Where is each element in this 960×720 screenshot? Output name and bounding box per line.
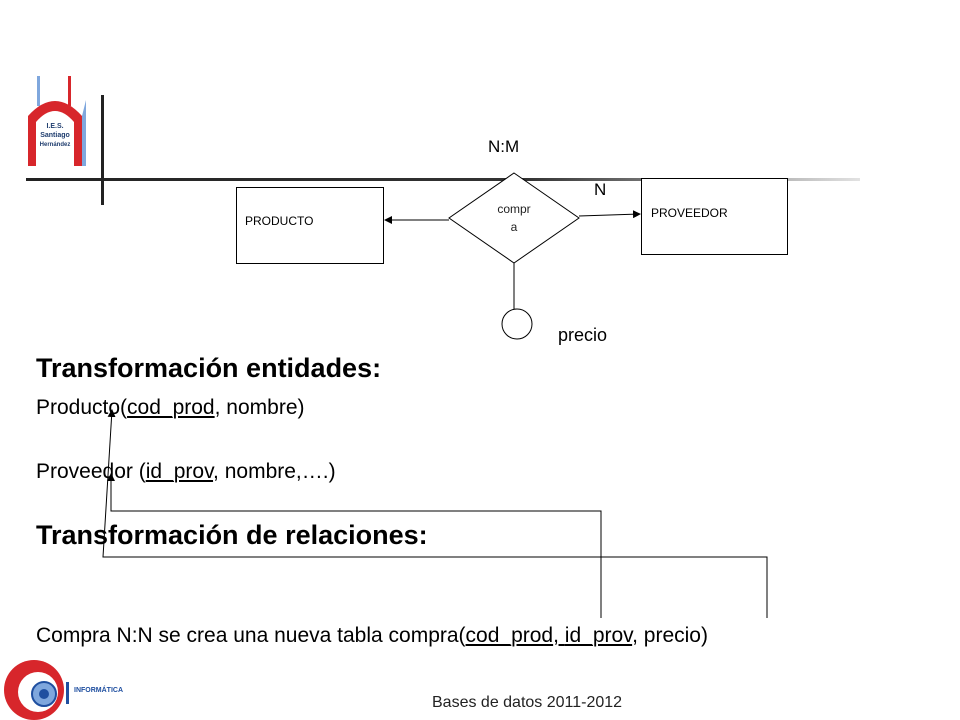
relationship-label-line2: a: [510, 220, 518, 234]
fk-connector-cod-prod: [107, 473, 602, 618]
proveedor-line: Proveedor (id_prov, nombre,….): [36, 460, 336, 484]
heading-entities: Transformación entidades:: [36, 353, 382, 383]
relation-to-proveedor-line: [578, 210, 641, 219]
entity-proveedor-label: PROVEEDOR: [651, 206, 728, 220]
proveedor-post: , nombre,….): [213, 460, 336, 483]
informatica-logo: INFORMÁTICA: [4, 660, 123, 720]
compra-pre: Compra N:N se crea una nueva tabla compr…: [36, 624, 466, 647]
entity-producto: PRODUCTO: [236, 187, 384, 264]
logo-text-3: Hernández: [40, 142, 71, 148]
heading-relations: Transformación de relaciones:: [36, 520, 428, 550]
school-logo: I.E.S. Santiago Hernández: [28, 76, 86, 166]
cardinality-n: N: [594, 180, 607, 199]
informatica-logo-text: INFORMÁTICA: [74, 685, 123, 694]
entity-producto-label: PRODUCTO: [245, 214, 314, 228]
logo-text-2: Santiago: [40, 132, 70, 139]
footer-text: Bases de datos 2011-2012: [432, 694, 623, 711]
relationship-label-line1: compr: [497, 202, 531, 216]
compra-key2: id_prov: [564, 624, 633, 647]
proveedor-pre: Proveedor (: [36, 460, 146, 483]
compra-post: , precio): [632, 624, 708, 647]
logo-text-1: I.E.S.: [46, 123, 63, 130]
header-vertical-rule: [101, 95, 104, 205]
attribute-circle: [501, 308, 533, 340]
producto-key: cod_prod: [127, 396, 215, 419]
relationship-label: compr a: [480, 200, 548, 236]
producto-post: , nombre): [214, 396, 305, 419]
attribute-label: precio: [558, 325, 608, 345]
producto-pre: Producto(: [36, 396, 128, 419]
producto-line: Producto(cod_prod, nombre): [36, 396, 305, 420]
compra-key1: cod_prod: [465, 624, 554, 647]
compra-sep: ,: [553, 624, 565, 647]
entity-proveedor: PROVEEDOR: [641, 178, 788, 255]
cardinality-nm: N:M: [488, 137, 520, 156]
compra-line: Compra N:N se crea una nueva tabla compr…: [36, 624, 708, 648]
proveedor-key: id_prov: [145, 460, 214, 483]
header-rule: [26, 178, 860, 181]
fk-connector-id-prov: [102, 409, 768, 618]
